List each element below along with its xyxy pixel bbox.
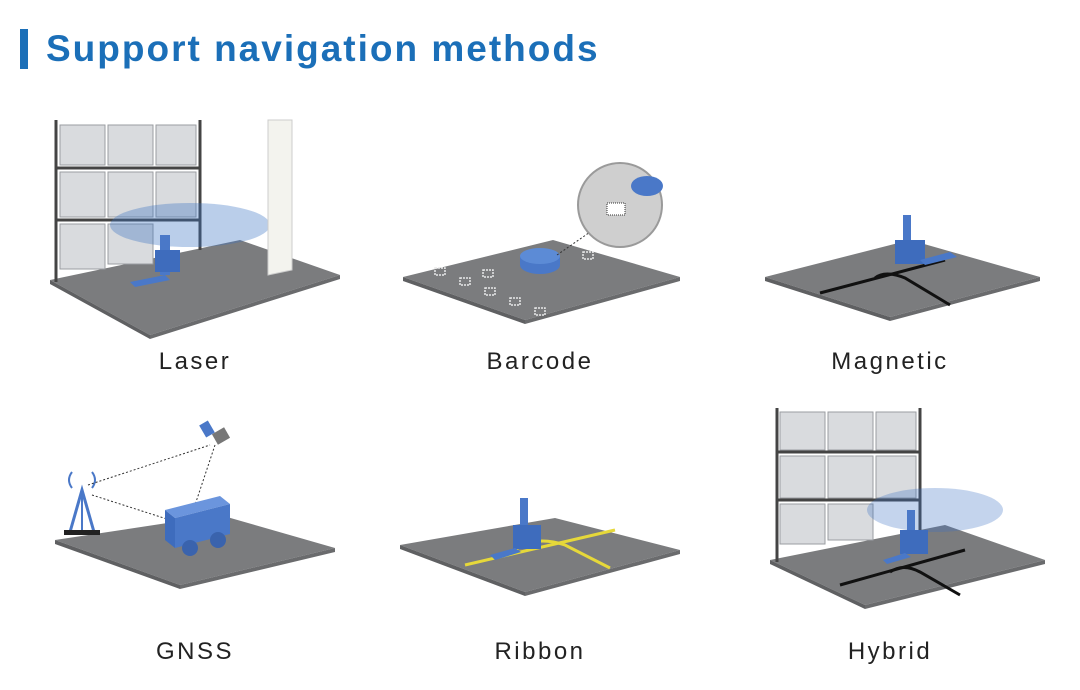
hybrid-illustration (725, 400, 1055, 635)
method-label-barcode: Barcode (486, 348, 594, 375)
method-label-hybrid: Hybrid (847, 638, 933, 665)
title-accent-bar (20, 29, 28, 69)
method-label-magnetic: Magnetic (831, 348, 949, 375)
method-label-laser: Laser (158, 348, 232, 375)
gnss-illustration (30, 400, 360, 635)
page-header: Support navigation methods (20, 26, 600, 72)
magnetic-illustration (725, 110, 1055, 345)
method-label-ribbon: Ribbon (494, 638, 586, 665)
laser-illustration (30, 110, 360, 345)
page-title: Support navigation methods (46, 28, 600, 69)
method-label-gnss: GNSS (155, 638, 234, 665)
barcode-illustration (375, 110, 705, 345)
ribbon-illustration (375, 400, 705, 635)
